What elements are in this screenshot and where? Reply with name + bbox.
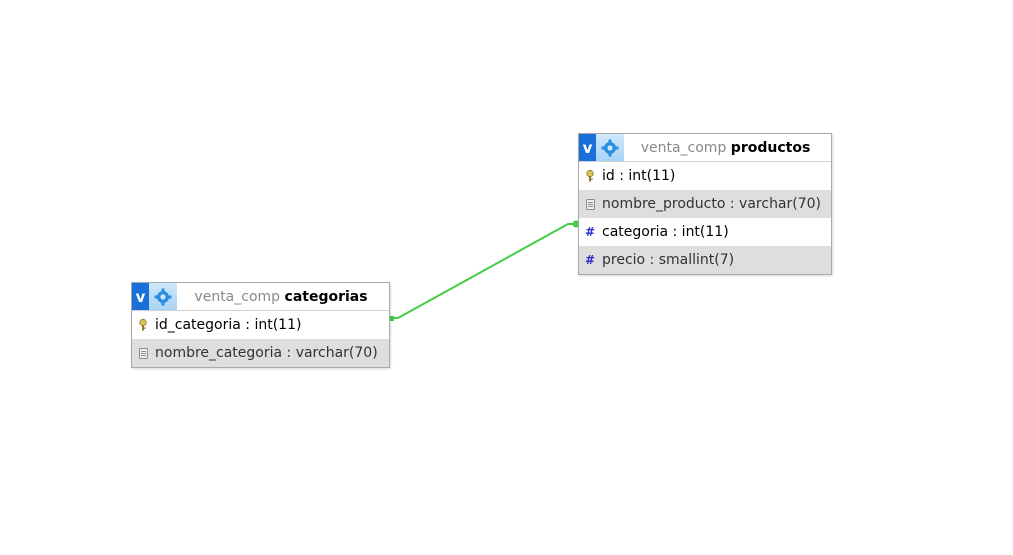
gear-icon bbox=[154, 288, 172, 305]
column-row[interactable]: nombre_producto : varchar(70) bbox=[579, 190, 831, 218]
toggle-view-button[interactable]: v bbox=[132, 283, 149, 310]
table-name: productos bbox=[730, 139, 811, 156]
relation-line[interactable] bbox=[390, 223, 577, 319]
database-name: venta_comp bbox=[640, 139, 727, 156]
toggle-view-button[interactable]: v bbox=[579, 134, 596, 161]
table-header[interactable]: v venta_comp categorias bbox=[132, 283, 389, 311]
primary-key-icon bbox=[583, 170, 597, 182]
table-options-button[interactable] bbox=[596, 134, 624, 161]
table-header[interactable]: v venta_comp productos bbox=[579, 134, 831, 162]
column-label: id : int(11) bbox=[602, 168, 676, 184]
text-column-icon bbox=[136, 347, 150, 359]
column-row[interactable]: # precio : smallint(7) bbox=[579, 246, 831, 274]
column-row[interactable]: # categoria : int(11) bbox=[579, 218, 831, 246]
column-row[interactable]: id_categoria : int(11) bbox=[132, 311, 389, 339]
column-label: id_categoria : int(11) bbox=[155, 317, 302, 333]
gear-icon bbox=[601, 139, 619, 156]
primary-key-icon bbox=[136, 319, 150, 331]
numeric-column-icon: # bbox=[584, 225, 596, 239]
numeric-column-icon: # bbox=[584, 253, 596, 267]
column-label: nombre_categoria : varchar(70) bbox=[155, 345, 378, 361]
table-categorias[interactable]: v venta_comp categorias id_categoria : i… bbox=[131, 282, 390, 368]
column-label: categoria : int(11) bbox=[602, 224, 729, 240]
table-title: venta_comp productos bbox=[624, 140, 831, 156]
table-options-button[interactable] bbox=[149, 283, 177, 310]
column-row[interactable]: id : int(11) bbox=[579, 162, 831, 190]
table-title: venta_comp categorias bbox=[177, 289, 389, 305]
table-productos[interactable]: v venta_comp productos id : int(11) nomb… bbox=[578, 133, 832, 275]
column-row[interactable]: nombre_categoria : varchar(70) bbox=[132, 339, 389, 367]
column-label: precio : smallint(7) bbox=[602, 252, 735, 268]
column-label: nombre_producto : varchar(70) bbox=[602, 196, 822, 212]
text-column-icon bbox=[583, 198, 597, 210]
database-name: venta_comp bbox=[194, 288, 281, 305]
table-name: categorias bbox=[284, 288, 368, 305]
